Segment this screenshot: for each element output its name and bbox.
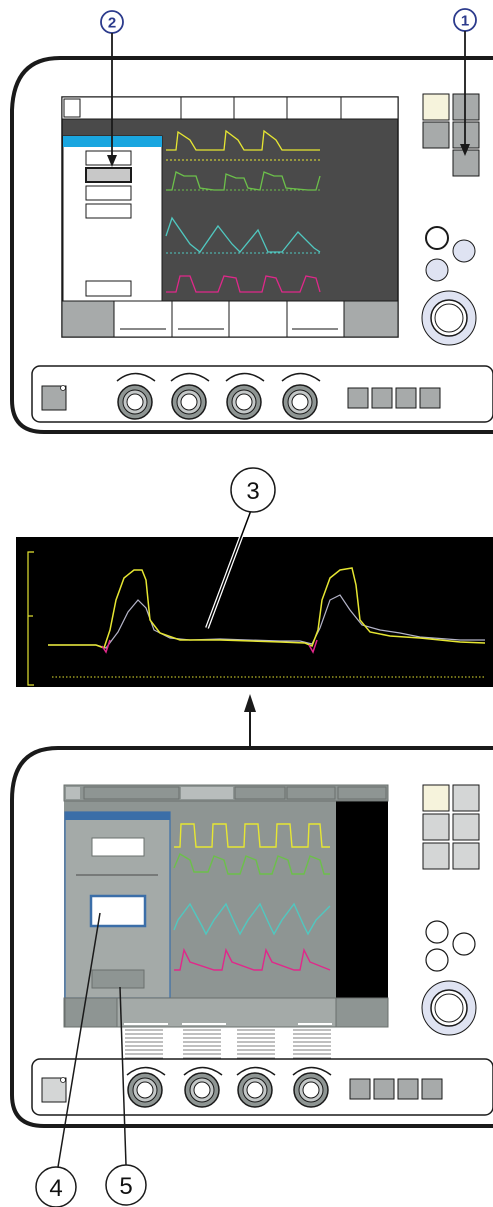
callout-2: 2 (100, 10, 124, 167)
top-knob-strip (31, 365, 493, 423)
bottom-popup-accept-button[interactable] (91, 969, 145, 989)
knob-3[interactable] (225, 372, 265, 420)
bottom-knob-strip (31, 1058, 493, 1116)
key-grey-1[interactable] (452, 93, 480, 121)
key-cream[interactable] (422, 93, 450, 121)
popup-field-4[interactable] (85, 203, 132, 219)
bottom-strip-key-1[interactable] (349, 1078, 371, 1100)
bottom-key-grey-3[interactable] (452, 813, 480, 841)
zoom-yellow-trace (48, 567, 486, 649)
callout-1-label: 1 (461, 13, 469, 30)
bottom-round-button-3[interactable] (425, 948, 449, 972)
bottom-waveforms (173, 823, 331, 971)
key-grey-4-pressed[interactable] (452, 149, 480, 177)
round-button-highlighted[interactable] (425, 226, 449, 250)
main-rotary-dial[interactable] (421, 290, 477, 346)
flow-waveform (166, 171, 321, 191)
bottom-popup-window (64, 811, 171, 999)
bottom-key-grey-1[interactable] (452, 784, 480, 812)
callout-4: 4 (35, 1166, 77, 1207)
bottom-key-grey-4[interactable] (422, 842, 450, 870)
top-ventilator-panel: 1 2 (10, 8, 493, 434)
callout-3-label: 3 (246, 478, 259, 505)
round-button-lower[interactable] (425, 258, 449, 282)
bottom-screen (63, 784, 389, 1028)
bottom-round-button-2[interactable] (452, 932, 476, 956)
bottom-screen-left-key[interactable] (64, 997, 118, 1028)
strip-key-3[interactable] (395, 387, 417, 409)
bottom-key-grey-5[interactable] (452, 842, 480, 870)
popup-bottom-button[interactable] (85, 280, 132, 297)
key-grey-3[interactable] (452, 121, 480, 149)
callout-1: 1 (453, 8, 477, 156)
top-waveforms (165, 129, 321, 293)
callout-3: 3 (230, 467, 276, 513)
bottom-key-grey-2[interactable] (422, 813, 450, 841)
bottom-strip-key-3[interactable] (397, 1078, 419, 1100)
callout-5-leader (119, 986, 127, 1166)
bottom-popup-field-1[interactable] (91, 837, 145, 857)
top-fixed-keys (422, 93, 480, 177)
frozen-waveform-zoom (16, 504, 493, 687)
bottom-knob-4[interactable] (292, 1066, 332, 1108)
pressure-waveform (166, 129, 320, 151)
bottom-screen-right-key[interactable] (335, 997, 389, 1028)
popup-field-3[interactable] (85, 185, 132, 201)
bottom-bar-left-key[interactable] (61, 300, 115, 338)
bottom-knob-1[interactable] (126, 1066, 166, 1108)
bottom-round-button-1[interactable] (425, 920, 449, 944)
knob-4[interactable] (281, 372, 321, 420)
callout-5-label: 5 (119, 1173, 132, 1200)
bottom-key-cream[interactable] (422, 784, 450, 812)
bottom-strip-key-4[interactable] (421, 1078, 443, 1100)
bottom-knob-2[interactable] (183, 1066, 223, 1108)
knob-2[interactable] (170, 372, 210, 420)
volume-waveform (165, 216, 321, 253)
top-screen-corner-tab[interactable] (63, 98, 81, 118)
knob-1[interactable] (116, 372, 156, 420)
callout-4-label: 4 (49, 1175, 62, 1202)
callout-2-label: 2 (108, 15, 116, 32)
strip-key-2[interactable] (371, 387, 393, 409)
bottom-bar-right-key[interactable] (343, 300, 399, 338)
callout-4-leader (57, 912, 101, 1168)
co2-waveform (166, 275, 321, 293)
popup-field-2-selected[interactable] (85, 167, 132, 183)
bottom-rotary-dial[interactable] (421, 980, 477, 1036)
zoom-grey-trace (48, 594, 485, 649)
strip-key-4[interactable] (419, 387, 441, 409)
callout-5: 5 (105, 1164, 147, 1206)
strip-key-1[interactable] (347, 387, 369, 409)
bottom-strip-key-2[interactable] (373, 1078, 395, 1100)
bottom-knob-3[interactable] (236, 1066, 276, 1108)
key-grey-2[interactable] (422, 121, 450, 149)
bottom-ventilator-panel (10, 746, 493, 1168)
top-screen (61, 96, 399, 338)
bottom-popup-field-selected[interactable] (89, 894, 147, 928)
round-button-right[interactable] (452, 239, 476, 263)
